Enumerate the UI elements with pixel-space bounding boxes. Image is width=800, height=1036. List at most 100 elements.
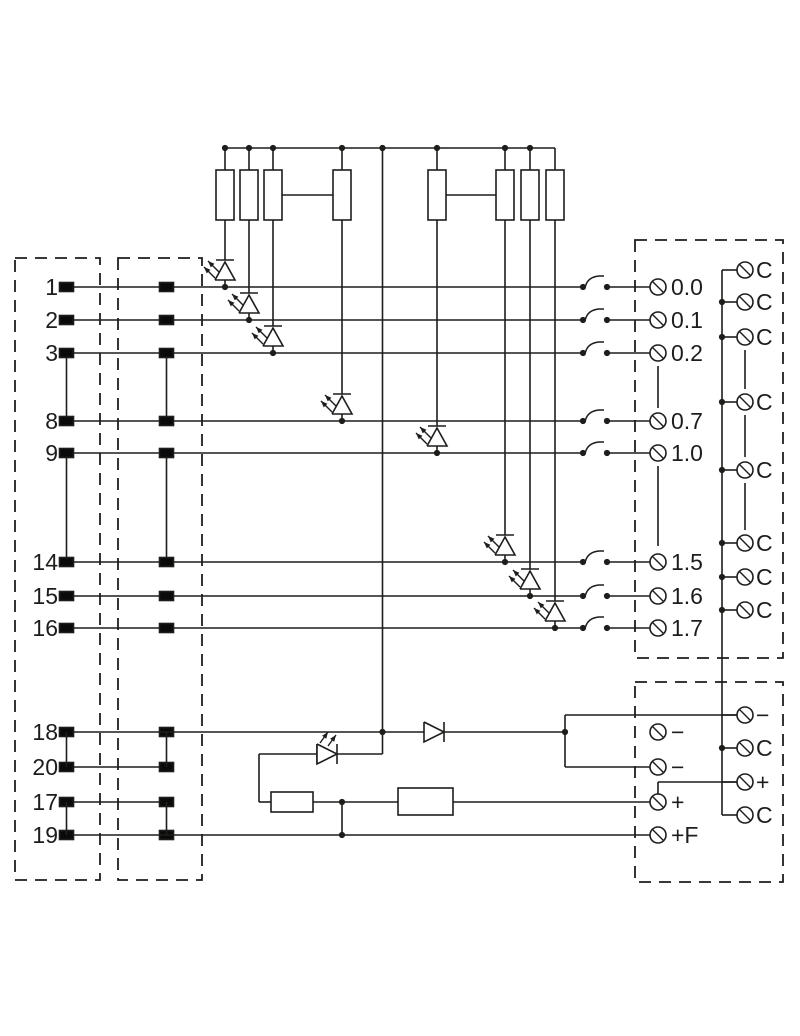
power-terminal-block-outline — [634, 681, 784, 883]
output-label: 0.1 — [671, 307, 703, 333]
terminal-contact — [58, 415, 75, 427]
common-label: C — [756, 457, 773, 483]
junction-dot — [579, 449, 587, 457]
power-label: + — [756, 769, 769, 795]
power-label: − — [671, 754, 684, 780]
junction-dot — [338, 144, 346, 152]
screw-terminal-slash — [738, 395, 752, 409]
resistor — [545, 169, 565, 221]
led-icon — [316, 743, 339, 766]
relay-contact-icon — [584, 550, 604, 562]
junction-dot — [603, 449, 611, 457]
terminal-number-label: 14 — [32, 549, 58, 575]
led-light-arrow-head — [420, 427, 427, 434]
common-label: C — [756, 257, 773, 283]
common-label: C — [756, 324, 773, 350]
terminal-number-label: 20 — [32, 754, 58, 780]
power-label: + — [671, 789, 684, 815]
led-light-arrow-head — [534, 608, 541, 615]
screw-terminal-slash — [738, 603, 752, 617]
resistor — [270, 791, 314, 813]
led-light-arrow-head — [484, 542, 491, 549]
power-label: C — [756, 735, 773, 761]
junction-dot — [718, 333, 726, 341]
screw-terminal-slash — [651, 346, 665, 360]
terminal-contact — [58, 447, 75, 459]
screw-terminal-slash — [651, 760, 665, 774]
junction-dot — [718, 298, 726, 306]
screw-terminal-slash — [651, 795, 665, 809]
junction-dot — [579, 592, 587, 600]
terminal-contact — [58, 281, 75, 293]
common-label: C — [756, 564, 773, 590]
junction-dot — [269, 349, 277, 357]
common-label: C — [756, 530, 773, 556]
terminal-contact — [58, 590, 75, 602]
resistor — [263, 169, 283, 221]
junction-dot — [579, 349, 587, 357]
junction-dot — [603, 624, 611, 632]
screw-terminal-slash — [738, 808, 752, 822]
terminal-number-label: 8 — [45, 408, 58, 434]
junction-dot — [338, 417, 346, 425]
output-label: 0.0 — [671, 274, 703, 300]
led-light-arrow-head — [252, 333, 259, 340]
junction-dot — [579, 558, 587, 566]
led-light-arrow-head — [204, 267, 211, 274]
junction-dot — [245, 316, 253, 324]
junction-dot — [603, 558, 611, 566]
power-label: − — [671, 719, 684, 745]
led-light-arrow-head — [256, 327, 263, 334]
junction-dot — [718, 744, 726, 752]
left-plug-connector-outline — [14, 257, 101, 881]
terminal-contact — [158, 556, 175, 568]
terminal-contact — [158, 447, 175, 459]
terminal-number-label: 19 — [32, 822, 58, 848]
output-terminal-block-outline — [634, 239, 784, 659]
junction-dot — [501, 144, 509, 152]
junction-dot — [433, 144, 441, 152]
relay-contact-icon — [584, 441, 604, 453]
relay-contact-icon — [584, 584, 604, 596]
terminal-number-label: 2 — [45, 307, 58, 333]
terminal-contact — [58, 622, 75, 634]
resistor — [397, 787, 454, 816]
power-label: +F — [671, 822, 698, 848]
junction-dot — [718, 606, 726, 614]
junction-dot — [561, 728, 569, 736]
junction-dot — [245, 144, 253, 152]
junction-dot — [579, 283, 587, 291]
screw-terminal-slash — [738, 775, 752, 789]
junction-dot — [433, 449, 441, 457]
junction-dot — [551, 624, 559, 632]
terminal-number-label: 15 — [32, 583, 58, 609]
relay-contact-icon — [584, 341, 604, 353]
screw-terminal-slash — [651, 555, 665, 569]
led-light-arrow-head — [228, 300, 235, 307]
screw-terminal-slash — [738, 263, 752, 277]
junction-dot — [221, 144, 229, 152]
terminal-contact — [158, 622, 175, 634]
output-label: 0.7 — [671, 408, 703, 434]
led-light-arrow-head — [509, 576, 516, 583]
relay-contact-icon — [584, 409, 604, 421]
junction-dot — [603, 283, 611, 291]
resistor — [495, 169, 515, 221]
screw-terminal-slash — [738, 708, 752, 722]
terminal-contact — [58, 556, 75, 568]
junction-dot — [579, 417, 587, 425]
resistor — [332, 169, 352, 221]
screw-terminal-slash — [738, 741, 752, 755]
screw-terminal-slash — [738, 295, 752, 309]
resistor — [239, 169, 259, 221]
screw-terminal-slash — [651, 828, 665, 842]
terminal-contact — [58, 347, 75, 359]
terminal-contact — [58, 314, 75, 326]
screw-terminal-slash — [651, 725, 665, 739]
junction-dot — [579, 316, 587, 324]
resistor — [520, 169, 540, 221]
screw-terminal-slash — [738, 330, 752, 344]
common-label: C — [756, 597, 773, 623]
relay-contact-icon — [584, 308, 604, 320]
